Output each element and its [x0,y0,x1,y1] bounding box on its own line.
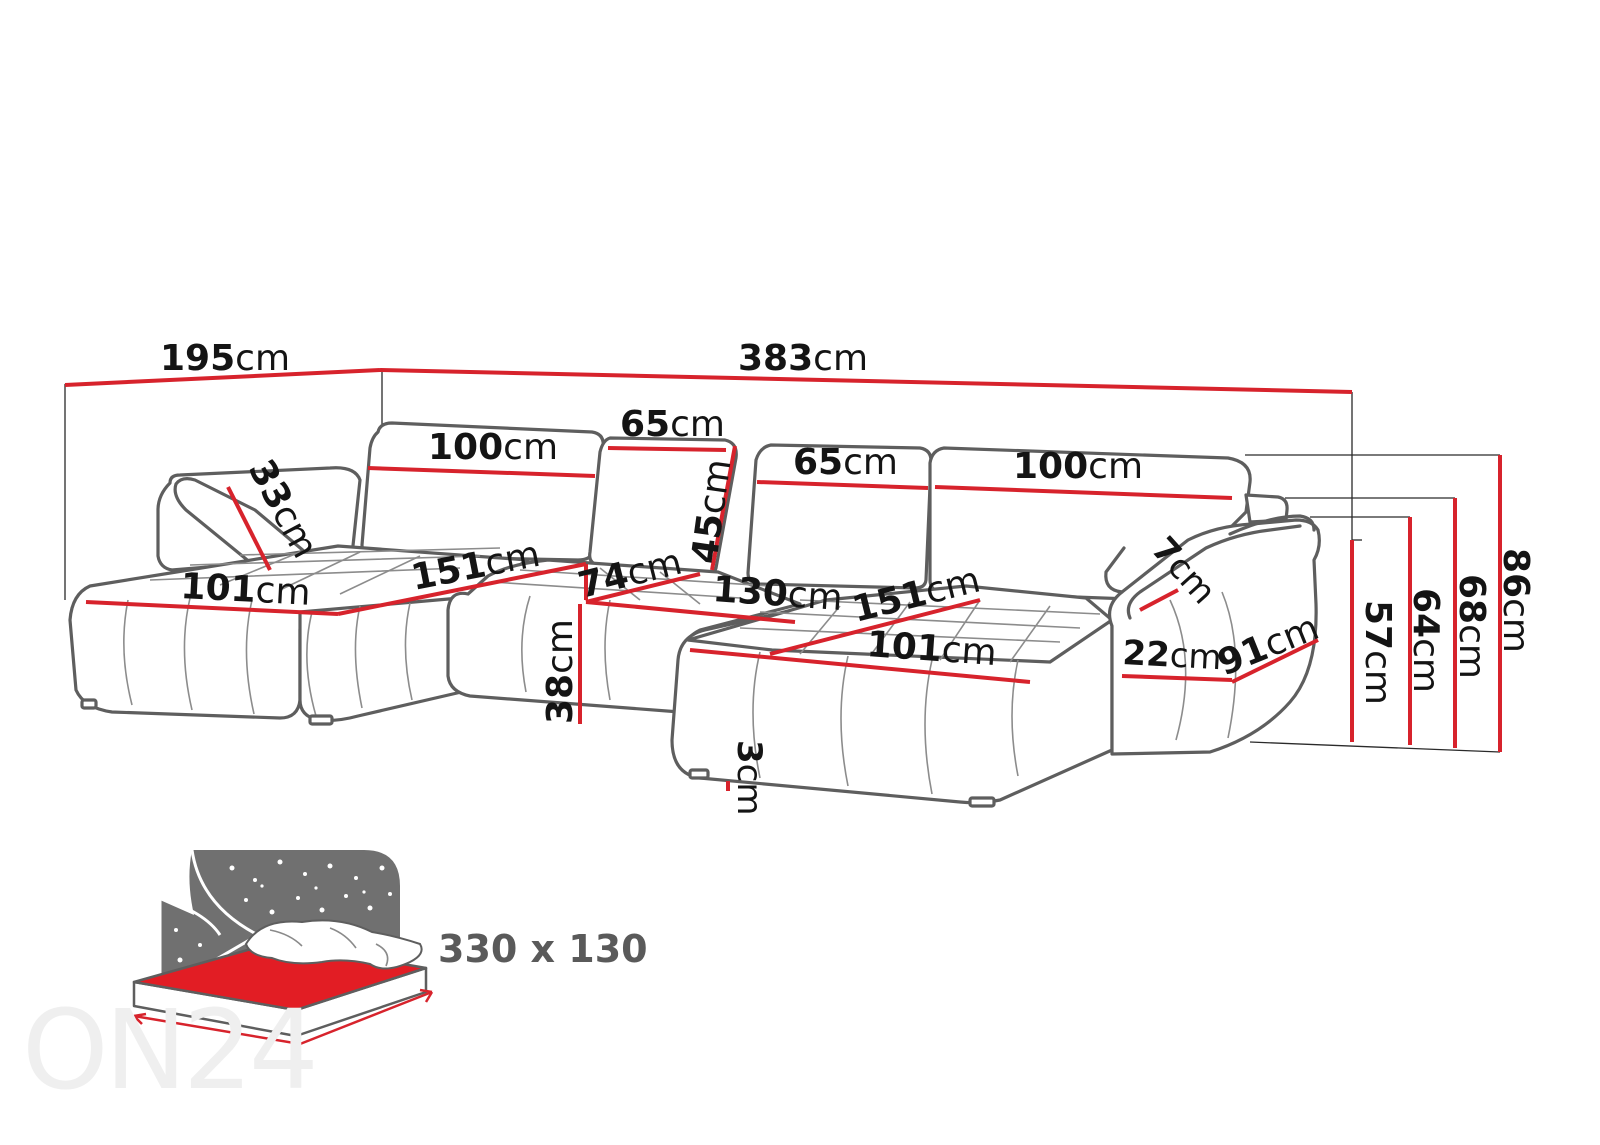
label-leg-height: 3cm [729,740,769,816]
bed-size-label: 330 x 130 [438,927,648,971]
label-seat-width-middle: 130cm [711,569,844,619]
label-back-mid-left-width: 65cm [620,404,725,445]
brand-watermark: ON24 [22,986,315,1114]
label-backrest-height-b: 68cm [1451,574,1492,679]
measure-lines [64,368,1502,791]
label-chaise-left-width: 101cm [180,566,312,614]
label-width-total: 195cm [160,338,290,379]
label-back-left-width: 100cm [428,427,558,468]
label-length-total: 383cm [738,338,868,379]
label-seat-height: 38cm [540,619,581,724]
label-chaise-right-width: 101cm [865,624,998,674]
label-backrest-height-a: 64cm [1405,588,1446,693]
label-armrest-width: 22cm [1122,633,1223,678]
left-chaise [68,544,530,726]
bed-function-icon [132,849,434,1046]
label-back-cushion-height: 45cm [684,457,739,567]
star-field [174,859,392,963]
label-total-height: 86cm [1495,548,1536,653]
right-chaise [670,514,1321,808]
label-back-mid-right-width: 65cm [793,442,898,483]
label-back-right-width: 100cm [1013,446,1143,487]
label-armrest-height: 57cm [1357,600,1398,705]
back-cushions [156,421,1289,602]
dimension-labels: 195cm 383cm 100cm 65cm 65cm 100cm 45cm 3… [160,338,1536,816]
sofa-drawing [64,369,1501,808]
